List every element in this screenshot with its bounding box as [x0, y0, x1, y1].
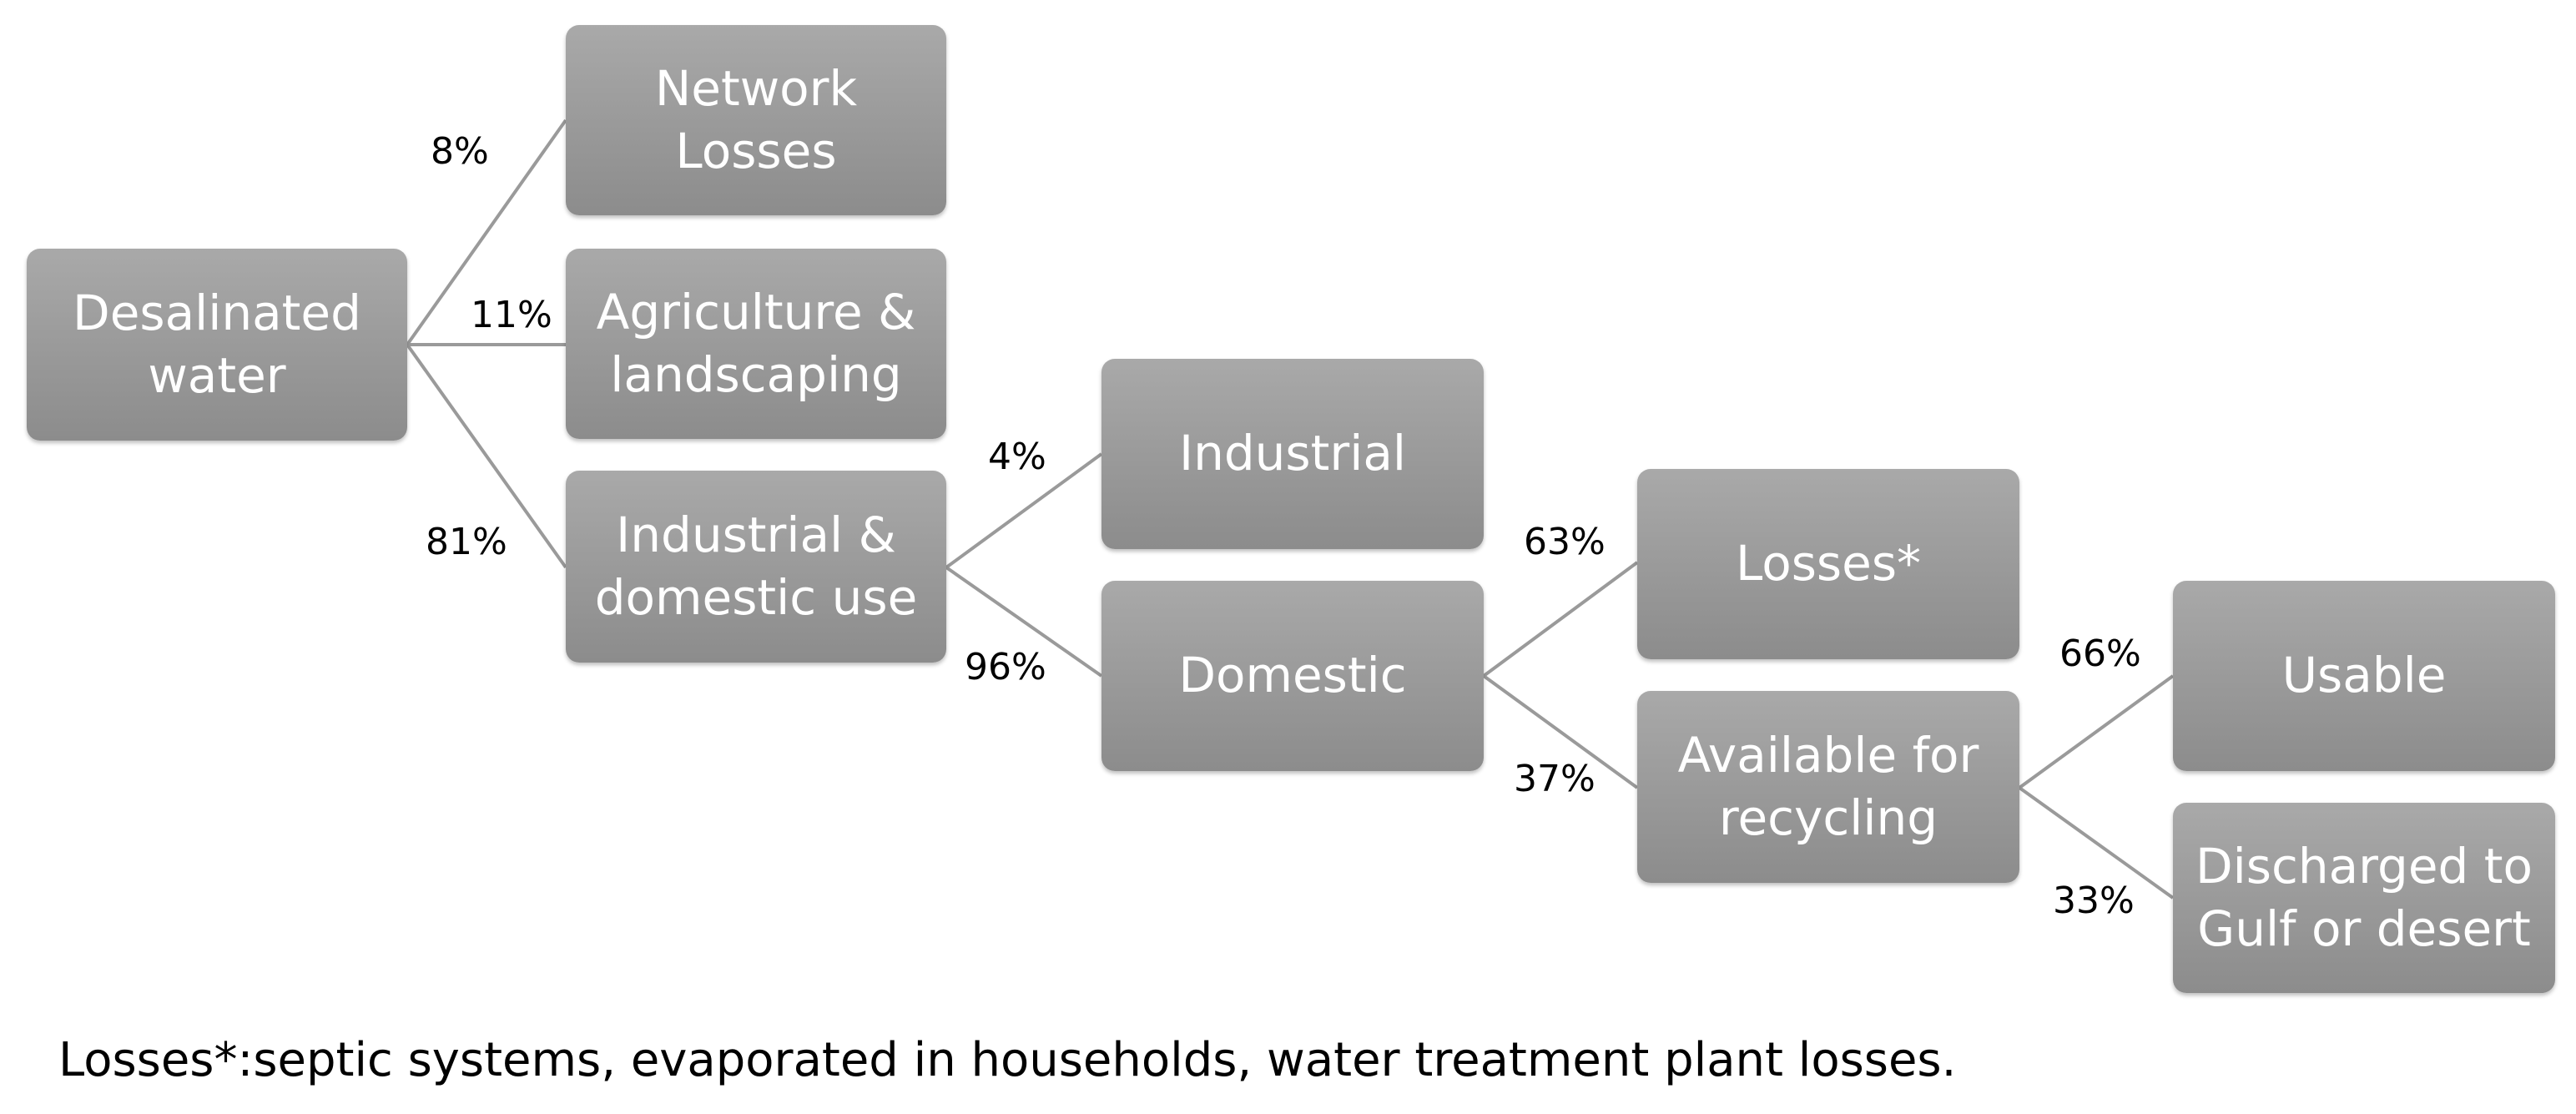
edge-label-inddom-domestic: 96%: [965, 646, 1046, 688]
edge-label-available-discharged: 33%: [2053, 880, 2135, 922]
node-agriculture-landscaping: Agriculture & landscaping: [566, 249, 946, 439]
connector-desal-network: [406, 118, 567, 346]
edge-label-domestic-available: 37%: [1514, 758, 1596, 800]
node-losses: Losses*: [1637, 469, 2019, 659]
node-domestic: Domestic: [1101, 581, 1484, 771]
node-discharged: Discharged to Gulf or desert: [2173, 803, 2555, 993]
node-industrial: Industrial: [1101, 359, 1484, 549]
footnote: Losses*:septic systems, evaporated in ho…: [58, 1033, 1957, 1087]
node-desalinated-water: Desalinated water: [27, 249, 407, 441]
connector-available-discharged: [2018, 786, 2175, 900]
node-available-for-recycling: Available for recycling: [1637, 691, 2019, 883]
edge-label-desal-agriculture: 11%: [471, 294, 552, 336]
edge-label-desal-network: 8%: [431, 130, 489, 173]
connector-domestic-available: [1482, 674, 1639, 789]
connector-inddom-industrial: [945, 452, 1103, 569]
connector-domestic-losses: [1482, 561, 1639, 678]
connector-available-usable: [2018, 674, 2175, 789]
node-industrial-domestic-use: Industrial & domestic use: [566, 471, 946, 663]
edge-label-domestic-losses: 63%: [1524, 521, 1606, 563]
edge-label-desal-inddom: 81%: [426, 521, 507, 563]
connector-desal-inddom: [406, 343, 567, 569]
edge-label-available-usable: 66%: [2059, 633, 2141, 675]
node-usable: Usable: [2173, 581, 2555, 771]
connector-inddom-domestic: [945, 566, 1103, 678]
node-network-losses: Network Losses: [566, 25, 946, 215]
edge-label-inddom-industrial: 4%: [988, 436, 1046, 478]
